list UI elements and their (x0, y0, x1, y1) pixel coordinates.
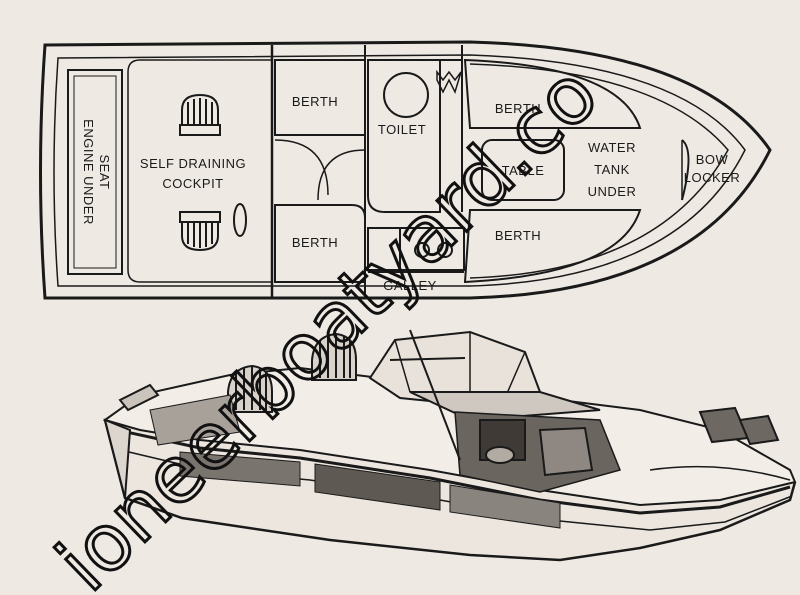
grab-rail (409, 329, 461, 461)
toilet-icon (383, 72, 429, 118)
engine-seat-inner (73, 75, 117, 269)
engine-seat-label-2: ENGINE UNDER (81, 119, 96, 225)
table (481, 139, 565, 201)
hull-inner-line (53, 54, 746, 287)
door-top (274, 139, 329, 196)
stove-burners-icon (414, 242, 453, 258)
helm-seat-top (179, 93, 221, 136)
water-tank-label-2: TANK (594, 162, 630, 177)
water-tank-label-1: WATER (588, 140, 636, 155)
throttle-control (233, 203, 247, 237)
bow-rail (649, 465, 791, 481)
hull-window-panels (179, 451, 561, 529)
cockpit-seat-right (311, 332, 357, 381)
toilet-label: TOILET (378, 122, 426, 137)
boat-perspective (102, 329, 797, 562)
hull-outline (39, 40, 772, 300)
berth-fwd-top (463, 58, 642, 129)
galley-label: GALLEY (383, 278, 437, 293)
shower-curtain (436, 69, 462, 95)
engine-seat (67, 69, 123, 275)
bow-locker-label-1: BOW (696, 152, 729, 167)
cockpit-label-1: SELF DRAINING (140, 156, 246, 171)
berth-fwd-top-label: BERTH (495, 101, 541, 116)
bow-locker (681, 139, 690, 201)
cockpit-label-2: COCKPIT (162, 176, 223, 191)
bow-locker-label-2: LOCKER (684, 170, 740, 185)
toilet-compartment (367, 59, 441, 213)
berth-fwd-bottom-label: BERTH (495, 228, 541, 243)
bow-hatch (698, 406, 780, 446)
helm-seat-bottom (179, 211, 221, 252)
berth-fwd-bottom (463, 209, 642, 284)
rub-rail (107, 426, 791, 515)
windscreen (368, 330, 542, 407)
cockpit-seat-left (227, 364, 273, 413)
table-label: TABLE (502, 163, 545, 178)
transom (103, 418, 132, 499)
water-tank-label-3: UNDER (588, 184, 637, 199)
berth-aft-bottom-label: BERTH (292, 235, 338, 250)
door-bottom (317, 149, 366, 201)
deck-plan (39, 40, 772, 300)
berth-aft-top-label: BERTH (292, 94, 338, 109)
cockpit-area (127, 59, 273, 283)
engine-seat-label-1: SEAT (97, 155, 112, 190)
deck-plan-labels: SEAT ENGINE UNDER SELF DRAINING COCKPIT … (81, 94, 740, 293)
galley-counter (367, 227, 465, 271)
